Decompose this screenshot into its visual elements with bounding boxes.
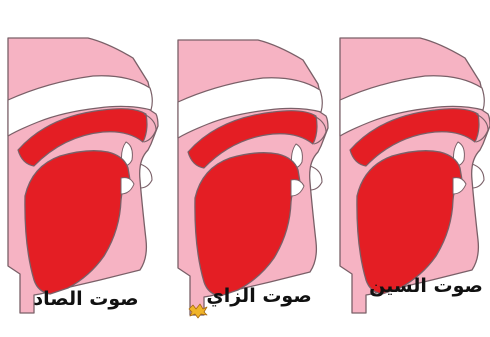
label-seen: صوت السين <box>369 275 483 297</box>
mouth-cross-section-zay <box>178 40 328 315</box>
mouth-cross-section-sad <box>8 38 158 313</box>
panel-seen: صوت السين <box>340 38 490 313</box>
mouth-cross-section-seen <box>340 38 490 313</box>
label-zay: صوت الزاي <box>206 285 311 308</box>
panel-zay: صوت الزاي <box>178 40 328 318</box>
label-sad: صوت الصاد <box>33 288 138 310</box>
panel-sad: صوت الصاد <box>8 38 158 313</box>
